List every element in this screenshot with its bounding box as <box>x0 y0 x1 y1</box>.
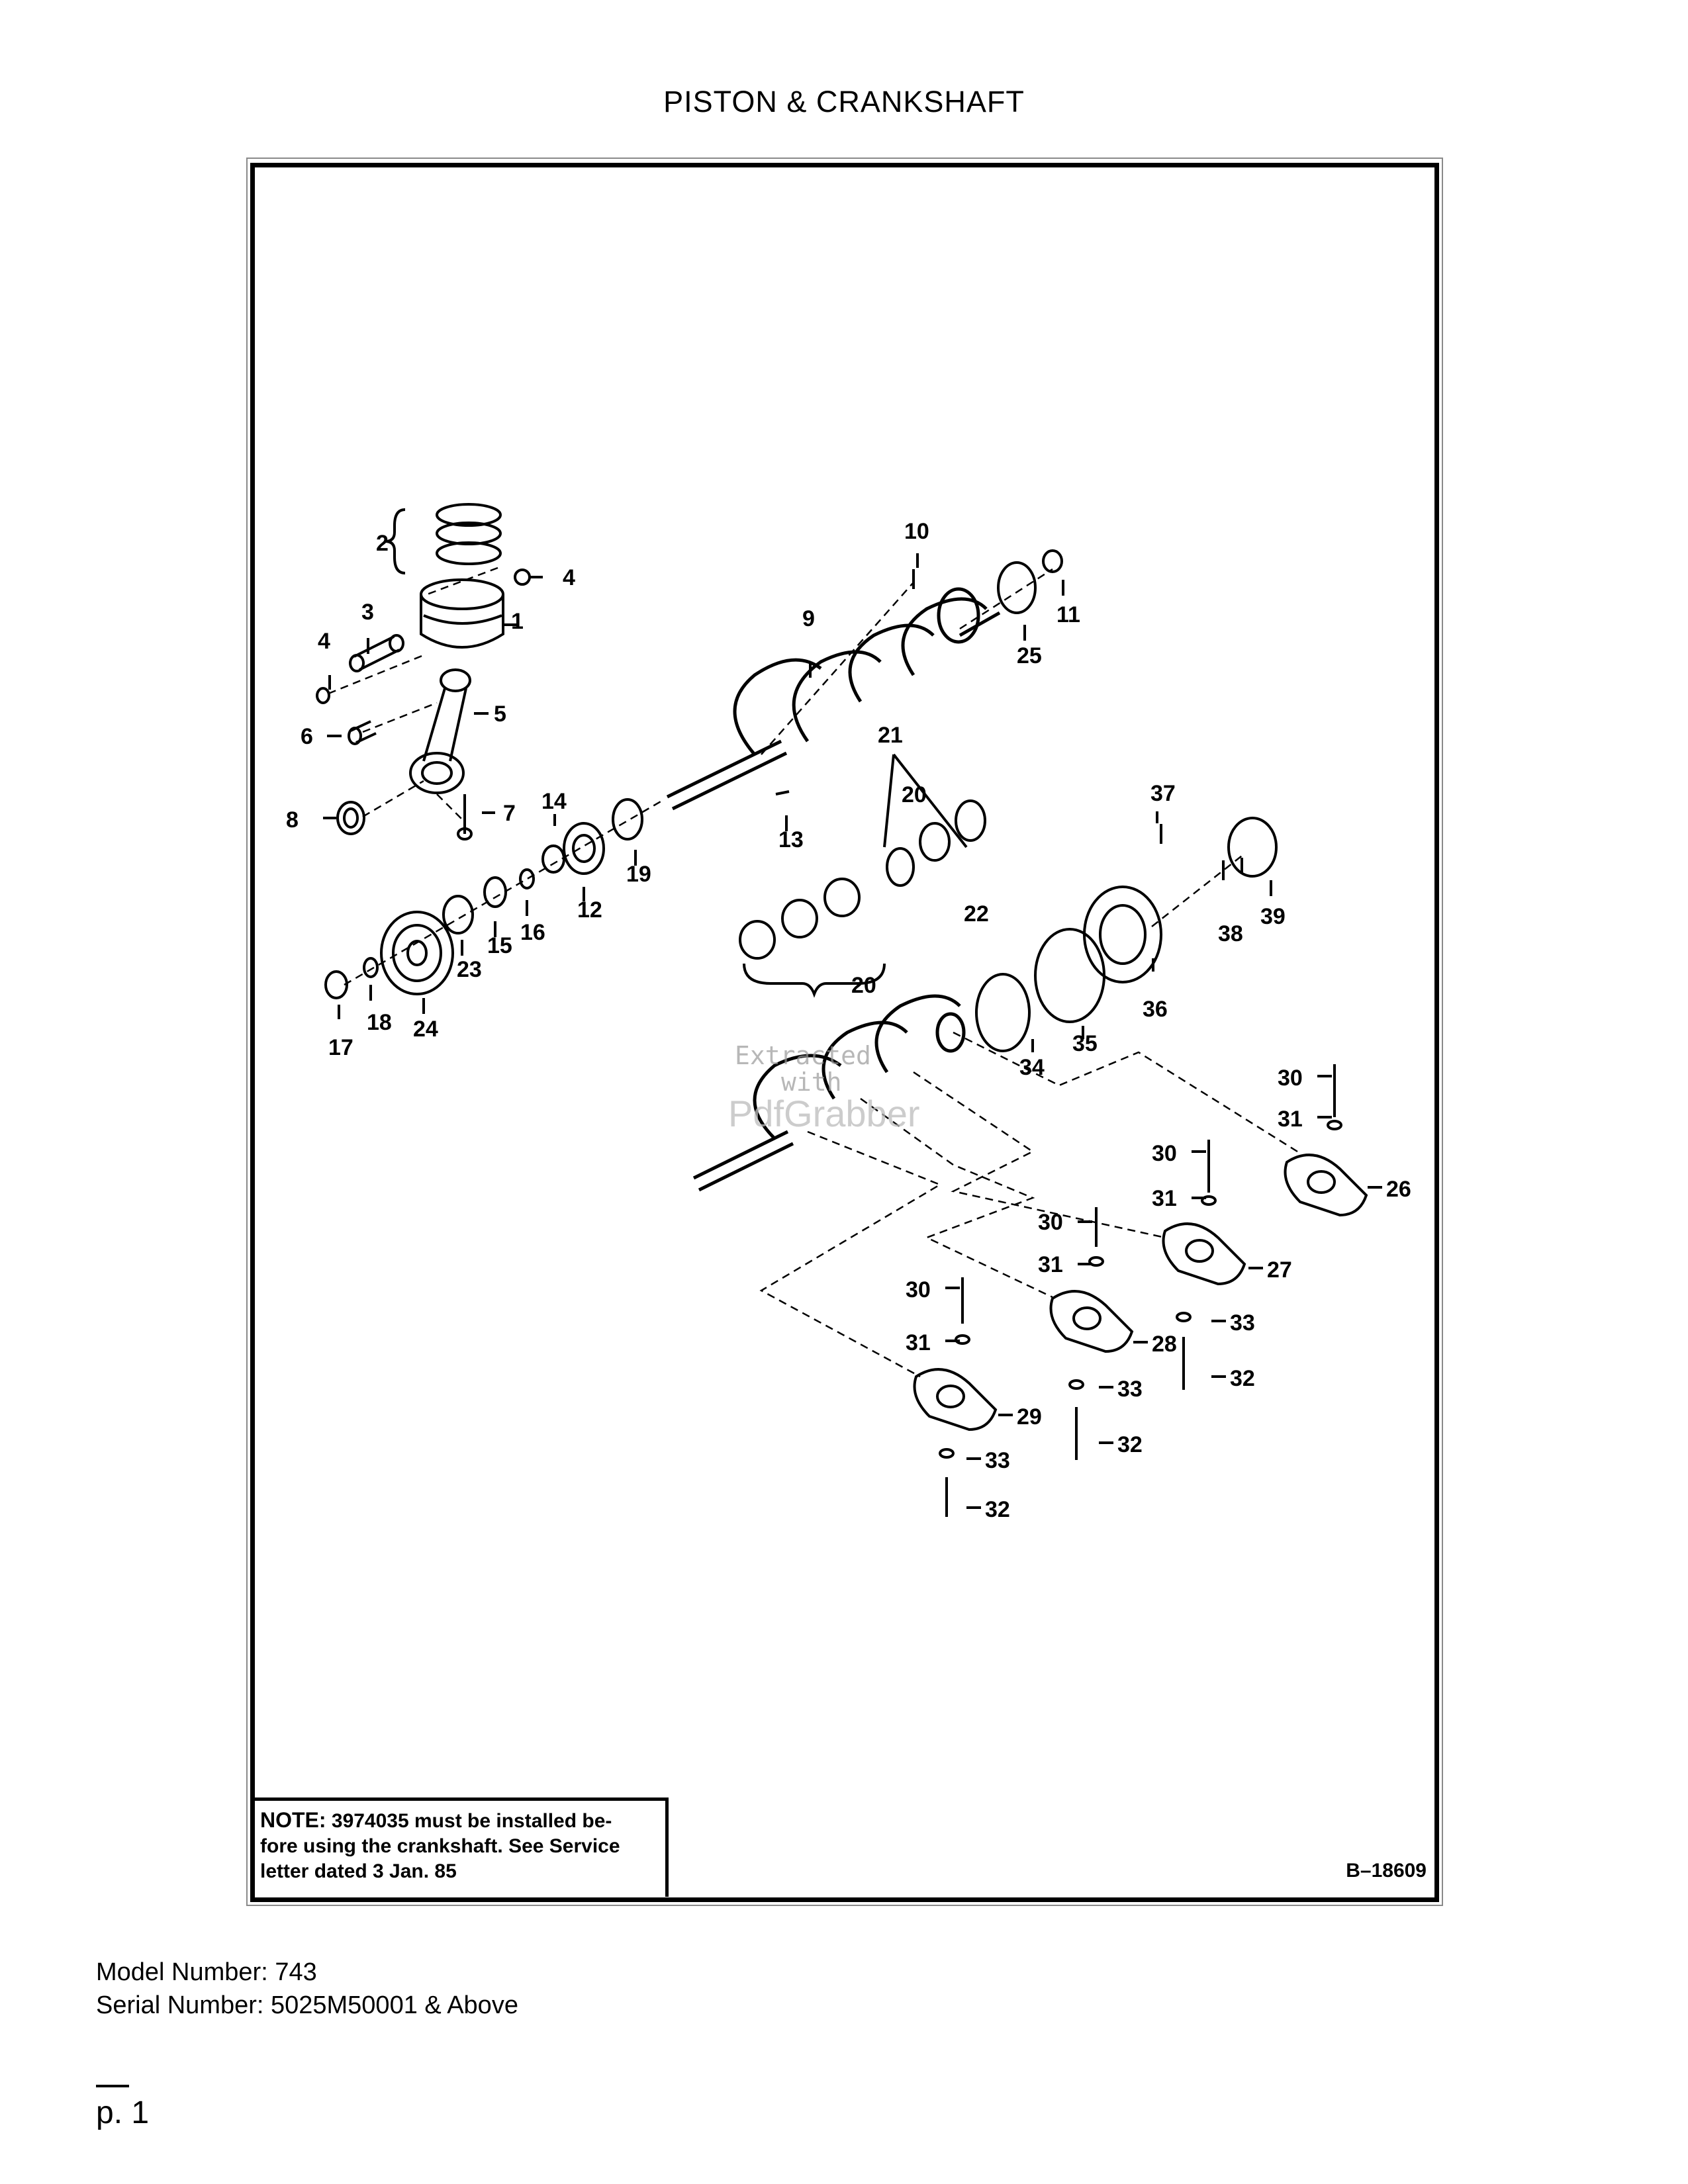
callout-11: 11 <box>1056 602 1080 627</box>
callout-37: 37 <box>1150 781 1176 806</box>
callout-38: 38 <box>1218 921 1243 946</box>
callout-20-lower: 20 <box>851 973 876 998</box>
counterweight-26 <box>1284 1154 1368 1217</box>
callout-17: 17 <box>328 1035 353 1060</box>
note-line-2: fore using the crankshaft. See Service <box>260 1835 620 1857</box>
page-number-rule <box>96 2085 129 2087</box>
callout-6: 6 <box>301 724 313 749</box>
callout-30-b: 30 <box>1152 1141 1177 1166</box>
callout-4: 4 <box>563 565 575 590</box>
callout-14: 14 <box>541 789 567 814</box>
callout-2: 2 <box>376 531 389 556</box>
callout-34: 34 <box>1019 1055 1045 1080</box>
callout-1: 1 <box>511 609 524 634</box>
note-box: NOTE: 3974035 must be installed be- fore… <box>255 1797 669 1897</box>
callout-22: 22 <box>964 901 989 927</box>
callout-28: 28 <box>1152 1332 1177 1357</box>
callout-15: 15 <box>487 933 512 958</box>
callout-35: 35 <box>1072 1031 1098 1056</box>
callout-31-d: 31 <box>906 1330 931 1355</box>
diagram-outer-frame <box>246 158 1443 1906</box>
callout-9: 9 <box>802 606 815 631</box>
callout-20-upper: 20 <box>902 782 927 807</box>
figure-id: B–18609 <box>1346 1860 1427 1882</box>
callout-27: 27 <box>1267 1257 1292 1283</box>
callout-29: 29 <box>1017 1404 1042 1430</box>
callout-39: 39 <box>1260 904 1286 929</box>
note-line-1: 3974035 must be installed be- <box>326 1810 612 1832</box>
diagram-frame <box>250 163 1439 1902</box>
callout-19: 19 <box>626 862 651 887</box>
watermark-logo: PdfGrabber <box>728 1093 920 1134</box>
wrist-pin <box>349 634 404 672</box>
callout-24: 24 <box>413 1017 438 1042</box>
piston <box>420 578 504 649</box>
callout-16: 16 <box>520 920 545 945</box>
crankshaft-upper <box>666 587 1001 811</box>
callout-30-c: 30 <box>1038 1210 1063 1235</box>
callout-23: 23 <box>457 957 482 982</box>
counterweight-28 <box>1049 1290 1134 1353</box>
page-number: p. 1 <box>96 2095 150 2130</box>
callout-30-d: 30 <box>906 1277 931 1302</box>
callout-3: 3 <box>361 600 374 625</box>
model-number: Model Number: 743 <box>96 1958 317 1986</box>
callout-30-a: 30 <box>1278 1066 1303 1091</box>
note-line-3: letter dated 3 Jan. 85 <box>260 1860 457 1882</box>
callout-32-c: 32 <box>985 1497 1010 1522</box>
callout-26: 26 <box>1386 1177 1411 1202</box>
callout-18: 18 <box>367 1010 392 1035</box>
callout-12: 12 <box>577 897 602 923</box>
callout-36: 36 <box>1143 997 1168 1022</box>
watermark-text: Extracted with <box>735 1042 871 1095</box>
watermark-line-1: Extracted <box>735 1041 871 1070</box>
page-title: PISTON & CRANKSHAFT <box>663 85 1025 118</box>
callout-33-b: 33 <box>1117 1377 1143 1402</box>
page-footer: Model Number: 743 Serial Number: 5025M50… <box>96 1956 518 2022</box>
callout-21: 21 <box>878 723 903 748</box>
callout-4-lower: 4 <box>318 629 330 654</box>
note-label: NOTE: <box>260 1808 326 1832</box>
counterweight-29 <box>913 1368 998 1432</box>
counterweight-27 <box>1162 1222 1246 1286</box>
callout-32-b: 32 <box>1117 1432 1143 1457</box>
piston-rings <box>385 503 502 574</box>
callout-31-b: 31 <box>1152 1186 1177 1211</box>
callout-25: 25 <box>1017 643 1042 668</box>
connecting-rod <box>409 668 471 794</box>
callout-31-a: 31 <box>1278 1107 1303 1132</box>
callout-31-c: 31 <box>1038 1252 1063 1277</box>
watermark-line-2: with <box>781 1068 842 1097</box>
callout-13: 13 <box>778 827 804 852</box>
callout-10: 10 <box>904 519 929 544</box>
callout-7: 7 <box>503 801 516 826</box>
serial-number: Serial Number: 5025M50001 & Above <box>96 1991 518 2019</box>
callout-32-a: 32 <box>1230 1366 1255 1391</box>
callout-33-c: 33 <box>985 1448 1010 1473</box>
callout-5: 5 <box>494 702 506 727</box>
callout-33-a: 33 <box>1230 1310 1255 1336</box>
callout-8: 8 <box>286 807 299 833</box>
crankshaft-lower <box>692 994 966 1192</box>
